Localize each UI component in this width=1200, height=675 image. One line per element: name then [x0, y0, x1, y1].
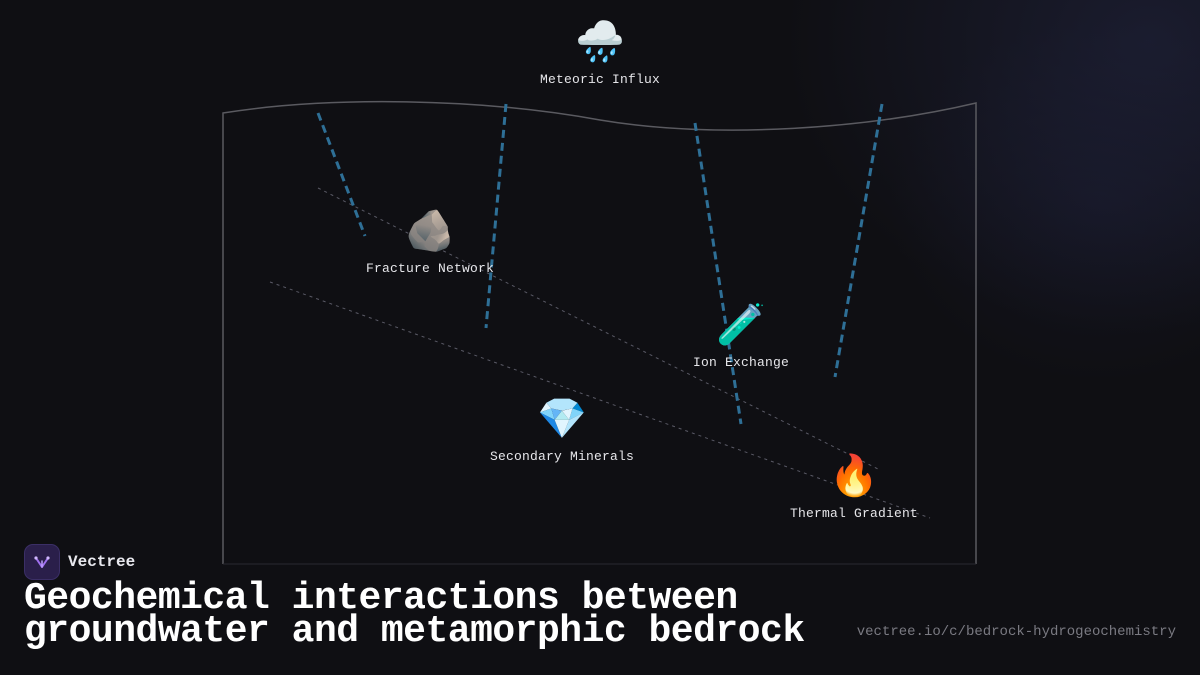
flow-path-4	[833, 103, 884, 378]
page-title: Geochemical interactions between groundw…	[24, 577, 805, 653]
flow-path-2	[484, 103, 508, 329]
test-tube-icon: 🧪	[716, 302, 766, 348]
rain-cloud-icon: 🌧️	[575, 19, 625, 65]
node-label: Thermal Gradient	[789, 506, 919, 521]
brand-name: Vectree	[68, 553, 136, 571]
node-label: Meteoric Influx	[539, 72, 661, 87]
node-fracture-network: 🪨 Fracture Network	[366, 205, 494, 276]
node-label: Fracture Network	[365, 261, 495, 276]
brand: Vectree	[24, 544, 135, 580]
bedrock-outline	[222, 100, 977, 564]
fire-icon: 🔥	[829, 453, 879, 499]
node-secondary-minerals: 💎 Secondary Minerals	[490, 393, 634, 464]
flow-path-3	[693, 122, 743, 425]
title-line-2: groundwater and metamorphic bedrock	[24, 610, 805, 653]
node-thermal-gradient: 🔥 Thermal Gradient	[790, 450, 918, 521]
flow-path-1	[316, 112, 367, 237]
stratum-line-lower	[269, 281, 931, 519]
rock-icon: 🪨	[405, 208, 455, 254]
node-label: Ion Exchange	[692, 355, 790, 370]
source-url: vectree.io/c/bedrock-hydrogeochemistry	[856, 624, 1176, 640]
node-label: Secondary Minerals	[489, 449, 635, 464]
node-ion-exchange: 🧪 Ion Exchange	[693, 299, 789, 370]
node-meteoric-influx: 🌧️ Meteoric Influx	[540, 16, 660, 87]
vectree-logo-icon	[24, 544, 60, 580]
gem-icon: 💎	[537, 396, 587, 442]
title-line-1: Geochemical interactions between	[24, 577, 738, 620]
